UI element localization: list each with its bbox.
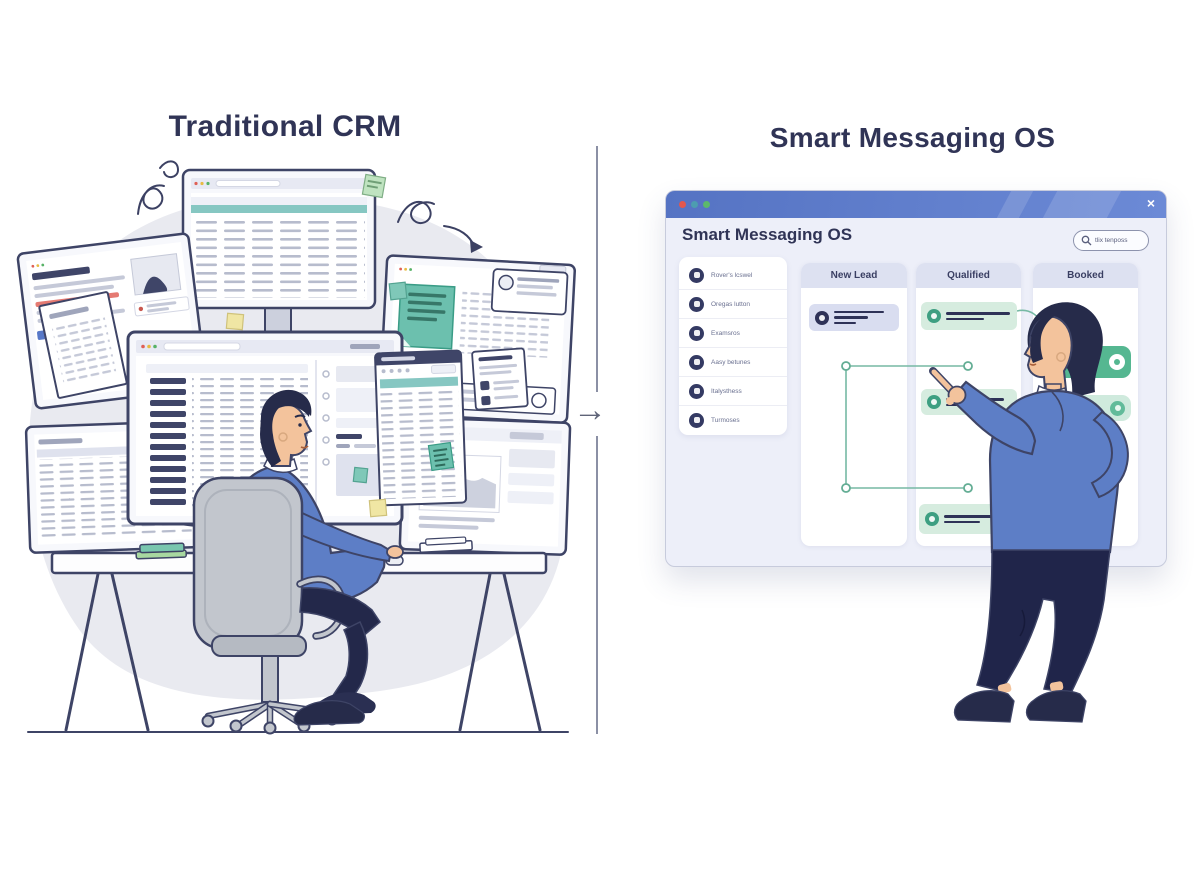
sidebar-item[interactable]: Aasy betunes <box>679 348 787 377</box>
window-dot-green[interactable] <box>703 201 710 208</box>
note-card-right <box>471 347 529 411</box>
titlebar-highlight <box>996 191 1034 218</box>
sidebar-item-icon <box>689 325 704 341</box>
card-text-lines <box>944 514 1006 524</box>
sidebar-item-icon <box>689 412 704 428</box>
contact-avatar-icon <box>927 309 941 323</box>
qualified-card[interactable] <box>921 302 1017 330</box>
traditional-crm-illustration <box>16 160 576 735</box>
window-close-button[interactable]: × <box>1146 195 1155 211</box>
column-header[interactable]: New Lead <box>801 263 907 288</box>
sidebar-menu: Rover's lcswel Oregas lutton Examsros Aa… <box>679 257 787 435</box>
titlebar-highlight <box>1042 191 1122 218</box>
sidebar-item[interactable]: Italysthess <box>679 377 787 406</box>
transition-arrow-icon: → <box>573 391 607 429</box>
seated-person-legs <box>293 587 381 726</box>
column-label: Qualified <box>947 270 990 281</box>
pointing-arm <box>949 380 1037 456</box>
sidebar-item-icon <box>689 383 704 399</box>
divider-line-top <box>596 146 598 392</box>
left-scene-title: Traditional CRM <box>168 110 402 143</box>
search-icon <box>1081 235 1092 246</box>
monitor-top-spreadsheet <box>181 168 377 335</box>
floating-spreadsheet-window <box>374 349 468 507</box>
window-dot-blue[interactable] <box>691 201 698 208</box>
search-pill[interactable]: tlix tenposs <box>1073 230 1149 251</box>
column-label: Booked <box>1067 270 1104 281</box>
search-label: tlix tenposs <box>1095 237 1128 244</box>
column-label: New Lead <box>830 270 878 281</box>
status-check-icon <box>1110 400 1125 416</box>
status-check-icon <box>1109 354 1125 370</box>
card-text-lines <box>946 311 1010 321</box>
eye <box>1034 342 1038 346</box>
divider-line-bottom <box>596 436 598 734</box>
right-scene-title: Smart Messaging OS <box>769 122 1056 153</box>
sidebar-item-icon <box>689 296 704 312</box>
pointing-finger <box>931 369 955 394</box>
column-header[interactable]: Qualified <box>916 263 1021 288</box>
sidebar-item[interactable]: Examsros <box>679 319 787 348</box>
office-chair <box>192 476 346 735</box>
sidebar-item-icon <box>689 267 704 283</box>
desk-items <box>135 536 473 566</box>
window-dot-red[interactable] <box>679 201 686 208</box>
app-title: Smart Messaging OS <box>682 225 853 244</box>
sidebar-item-icon <box>689 354 704 370</box>
column-header[interactable]: Booked <box>1033 263 1138 288</box>
card-text-lines <box>834 310 884 325</box>
contact-avatar-icon <box>925 512 939 526</box>
sidebar-item[interactable]: Turmoses <box>679 406 787 434</box>
sidebar-item[interactable]: Oregas lutton <box>679 290 787 319</box>
ear <box>1056 352 1066 362</box>
sidebar-item[interactable]: Rover's lcswel <box>679 261 787 290</box>
sticky-notes <box>225 173 455 518</box>
window-titlebar: × <box>666 191 1166 218</box>
contact-avatar-icon <box>815 310 829 325</box>
lead-card[interactable] <box>809 304 899 331</box>
contact-avatar-icon <box>927 395 941 409</box>
paper-document-left <box>38 291 128 399</box>
standing-person <box>929 302 1129 723</box>
scribble-doodle-right <box>397 200 483 253</box>
